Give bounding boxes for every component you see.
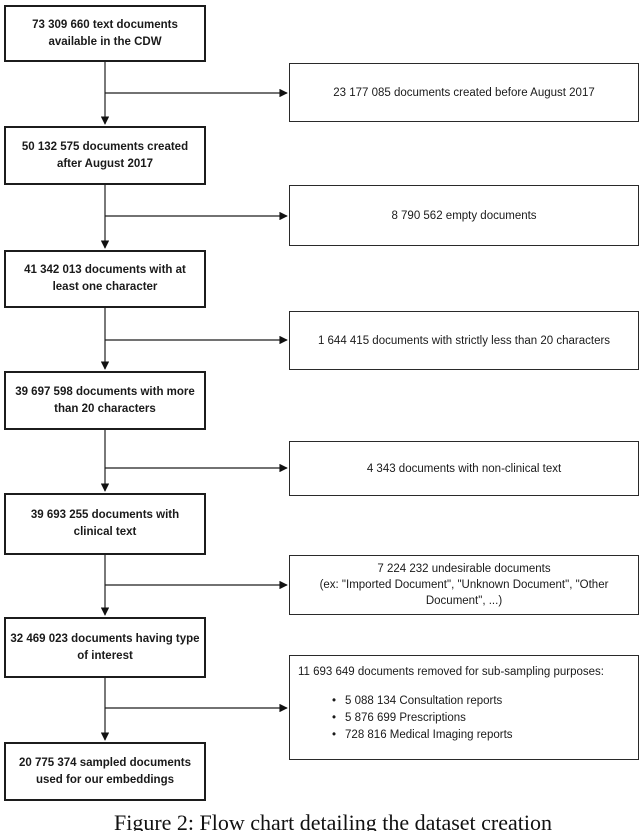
figure-caption: Figure 2: Flow chart detailing the datas… — [113, 810, 553, 831]
main-step-box-one-character: 41 342 013 documents with at least one c… — [4, 250, 206, 308]
excluded-box-subsampling: 11 693 649 documents removed for sub-sam… — [289, 655, 639, 760]
excluded-box-before-aug-2017: 23 177 085 documents created before Augu… — [289, 63, 639, 122]
main-step-box-sampled: 20 775 374 sampled documents used for ou… — [4, 742, 206, 801]
main-step-text: 39 693 255 documents with — [30, 509, 180, 521]
excluded-box-less-20-chars: 1 644 415 documents with strictly less t… — [289, 311, 639, 370]
excluded-text: 1 644 415 documents with strictly less t… — [317, 334, 611, 347]
excluded-text: 7 224 232 undesirable documents — [377, 563, 551, 575]
bullet-item: 5 876 699 Prescriptions — [332, 710, 630, 727]
main-step-text: least one character — [52, 281, 158, 293]
main-step-text: of interest — [77, 649, 133, 662]
main-step-text: available in the CDW — [48, 35, 162, 48]
excluded-bullet-list: 5 088 134 Consultation reports 5 876 699… — [332, 693, 630, 744]
main-step-text: 20 775 374 sampled documents — [19, 756, 191, 769]
main-step-text: than 20 characters — [54, 402, 156, 415]
excluded-subtext: (ex: "Imported Document", "Unknown Docum… — [319, 579, 609, 607]
main-step-text: 50 132 575 documents created — [21, 140, 189, 153]
main-step-box-20-characters: 39 697 598 documents with more than 20 c… — [4, 371, 206, 430]
main-step-box-type-of-interest: 32 469 023 documents having type of inte… — [4, 617, 206, 678]
main-step-text: 32 469 023 documents having type — [10, 632, 200, 645]
main-step-box-cdw: 73 309 660 text documents available in t… — [4, 5, 206, 62]
bullet-item: 728 816 Medical Imaging reports — [332, 727, 630, 744]
main-step-box-after-aug-2017: 50 132 575 documents created after Augus… — [4, 126, 206, 185]
excluded-box-non-clinical: 4 343 documents with non-clinical text — [289, 441, 639, 496]
bullet-item: 5 088 134 Consultation reports — [332, 693, 630, 710]
excluded-text: 11 693 649 documents removed for sub-sam… — [298, 666, 604, 678]
main-step-text: used for our embeddings — [35, 773, 174, 786]
excluded-box-undesirable: 7 224 232 undesirable documents (ex: "Im… — [289, 555, 639, 615]
excluded-text: 23 177 085 documents created before Augu… — [333, 86, 595, 99]
excluded-text: 4 343 documents with non-clinical text — [366, 462, 562, 475]
main-step-box-clinical-text: 39 693 255 documents with clinical text — [4, 493, 206, 555]
excluded-box-empty: 8 790 562 empty documents — [289, 185, 639, 246]
main-step-text: 39 697 598 documents with more — [15, 385, 195, 398]
main-step-text: 41 342 013 documents with at — [24, 264, 186, 276]
main-step-text: 73 309 660 text documents — [32, 18, 178, 31]
excluded-text: 8 790 562 empty documents — [391, 209, 537, 222]
main-step-text: after August 2017 — [56, 157, 154, 170]
main-step-text: clinical text — [73, 526, 137, 538]
